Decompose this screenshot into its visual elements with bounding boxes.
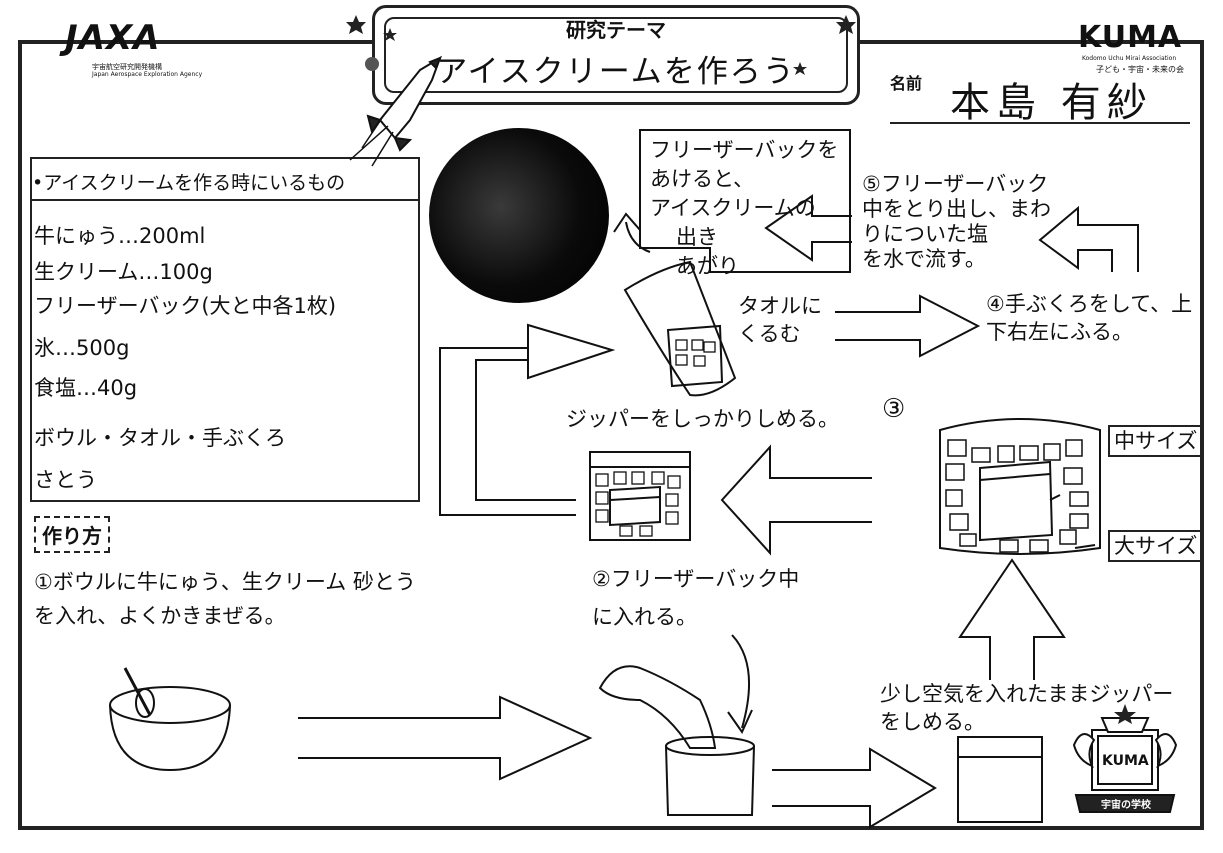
ice-cube-icon <box>945 439 1089 553</box>
step1-line: を入れ、よくかきまぜる。 <box>34 604 286 628</box>
done-line: 出き <box>676 225 718 249</box>
loop-arrow-icon <box>439 323 616 516</box>
step5-line: ⑤フリーザーバック <box>862 172 1049 196</box>
step2b-text: 少し空気を入れたままジッパー をしめる。 <box>880 680 1173 736</box>
kuma-logo-subtitle-jp: 子ども・宇宙・未来の会 <box>1096 65 1184 74</box>
ice-cream-photo <box>429 128 609 303</box>
arrow-up-left-icon <box>1038 205 1139 272</box>
step3-number: ③ <box>882 394 906 424</box>
step4-line: 下右左にふる。 <box>986 320 1133 344</box>
star-icon <box>346 15 856 75</box>
name-underline <box>890 122 1190 124</box>
theme-label: 研究テーマ <box>566 18 666 42</box>
step5-text: ⑤フリーザーバック 中をとり出し、まわ りについた塩 を水で流す。 <box>862 172 1051 272</box>
step5-line: 中をとり出し、まわ <box>862 197 1051 221</box>
step2b-line: 少し空気を入れたままジッパー <box>880 682 1174 706</box>
kuma-badge-icon <box>1072 704 1178 813</box>
towel-wrapped-bag-icon <box>623 260 737 397</box>
arrow-right-icon <box>298 695 593 781</box>
badge-text: KUMA <box>1102 753 1149 769</box>
ice-cube-icon <box>595 471 681 537</box>
step4-text: ④手ぶくろをして、上 下右左にふる。 <box>986 290 1192 346</box>
method-title: 作り方 <box>34 516 110 553</box>
arrow-down-curved-icon <box>727 634 753 735</box>
step5-line: を水で流す。 <box>862 247 986 271</box>
arrow-left-icon <box>764 194 852 262</box>
zipped-bag-with-ice-icon <box>589 451 691 541</box>
materials-box <box>30 157 420 502</box>
theme-title-inner-border <box>384 17 848 93</box>
done-line: フリーザーバックを <box>650 138 839 162</box>
step2-line: ②フリーザーバック中 <box>592 567 800 591</box>
material-item: 食塩…40g <box>34 376 138 400</box>
material-item: 氷…500g <box>34 336 130 360</box>
material-item: さとう <box>34 468 97 492</box>
materials-heading: •アイスクリームを作る時にいるもの <box>32 172 346 194</box>
materials-divider <box>30 199 420 201</box>
zipper-text: ジッパーをしっかりしめる。 <box>566 407 839 431</box>
done-text: フリーザーバックを あけると、 アイスクリームの 出き あがり <box>650 136 838 281</box>
towel-line: くるむ <box>738 322 801 346</box>
arrow-curved-left-icon <box>613 212 651 253</box>
step5-line: りについた塩 <box>862 222 988 246</box>
material-item: フリーザーバック(大と中各1枚) <box>34 294 337 318</box>
sealed-bag-icon <box>957 736 1043 823</box>
arrow-up-icon <box>958 558 1066 680</box>
done-line: アイスクリームの <box>650 196 816 220</box>
kuma-logo: KUMA <box>1078 20 1183 55</box>
kuma-logo-subtitle-en: Kodomo Uchu Mirai Association <box>1082 55 1177 62</box>
arrow-right-icon <box>772 747 937 829</box>
step2b-line: をしめる。 <box>880 710 985 734</box>
badge-ribbon-text: 宇宙の学校 <box>1101 800 1151 811</box>
done-callout-box <box>639 129 851 273</box>
step2-line: に入れる。 <box>592 605 697 629</box>
large-size-label: 大サイズ <box>1108 530 1204 562</box>
pouring-cup-icon <box>598 665 755 816</box>
step4-line: ④手ぶくろをして、上 <box>986 292 1193 316</box>
medium-size-label: 中サイズ <box>1108 425 1204 457</box>
material-item: ボウル・タオル・手ぶくろ <box>34 426 286 450</box>
arrow-right-icon <box>835 294 981 358</box>
towel-text: タオルに くるむ <box>738 292 822 348</box>
material-item: 牛にゅう…200ml <box>34 224 206 248</box>
large-bag-with-ice-icon <box>939 418 1101 555</box>
arrow-left-icon <box>720 444 872 556</box>
name-label: 名前 <box>890 74 923 93</box>
towel-line: タオルに <box>738 294 822 318</box>
step1-text: ①ボウルに牛にゅう、生クリーム 砂とう を入れ、よくかきまぜる。 <box>34 568 416 630</box>
rocket-icon <box>349 55 442 167</box>
jaxa-logo-subtitle-jp: 宇宙航空研究開発機構 <box>92 63 162 71</box>
name-value: 本島 有紗 <box>950 80 1153 126</box>
material-item: 生クリーム…100g <box>34 260 213 284</box>
theme-title: アイスクリームを作ろう <box>436 54 796 90</box>
done-line: あけると、 <box>650 167 755 191</box>
step1-line: ①ボウルに牛にゅう、生クリーム 砂とう <box>34 570 416 594</box>
jaxa-logo: JAXA <box>65 18 161 58</box>
theme-title-box: 研究テーマ アイスクリームを作ろう <box>372 5 860 105</box>
step2-text: ②フリーザーバック中 に入れる。 <box>592 565 799 631</box>
done-line: あがり <box>676 254 739 278</box>
jaxa-logo-subtitle-en: Japan Aerospace Exploration Agency <box>92 71 203 78</box>
bowl-with-whisk-icon <box>109 667 231 772</box>
